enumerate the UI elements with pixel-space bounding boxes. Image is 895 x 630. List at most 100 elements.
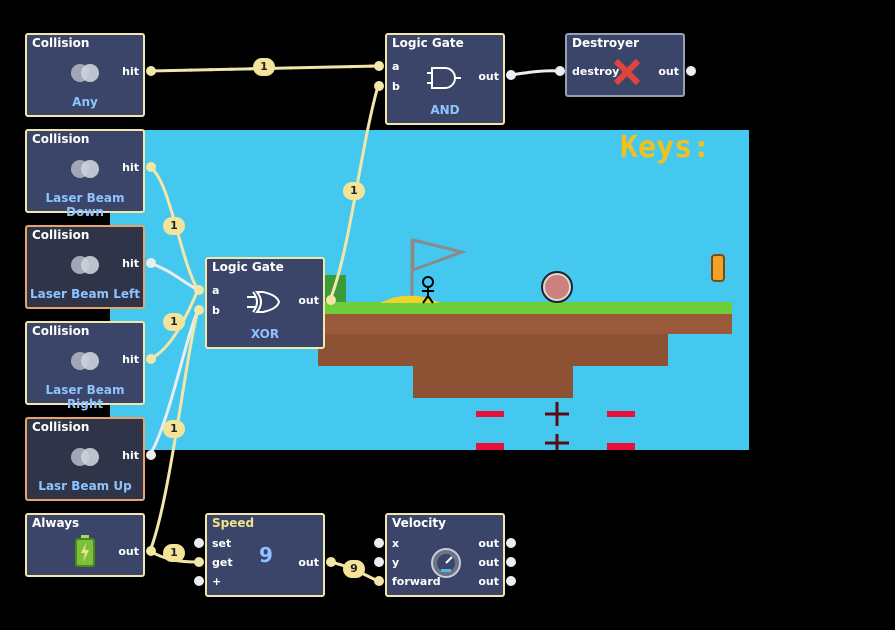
- input-a-port[interactable]: [194, 285, 204, 295]
- out-port-label: out: [118, 545, 139, 558]
- out-port-label: out: [478, 70, 499, 83]
- node-title: Collision: [32, 36, 90, 50]
- destroy-input-port[interactable]: [555, 66, 565, 76]
- y-output-port[interactable]: [506, 557, 516, 567]
- wire-value-badge: 9: [343, 560, 365, 578]
- game-viewport[interactable]: Keys:: [110, 130, 749, 450]
- laser-2: [476, 443, 504, 450]
- forward-output-port[interactable]: [506, 576, 516, 586]
- y-port-label: y: [392, 556, 400, 569]
- node-title: Always: [32, 516, 80, 530]
- node-subtitle: Lasr Beam Up: [38, 479, 132, 493]
- collision-icon: [71, 160, 99, 178]
- input-b-port[interactable]: [374, 81, 384, 91]
- dirt-lower: [413, 364, 573, 398]
- destroy-port-label: destroy: [572, 65, 620, 78]
- out-port-label: out: [478, 556, 499, 569]
- destroyer-node[interactable]: Destroyer destroy out: [565, 33, 685, 97]
- always-node[interactable]: Always out: [25, 513, 145, 577]
- forward-port-label: forward: [392, 575, 441, 588]
- collision-icon: [71, 256, 99, 274]
- collision-laser-right-node[interactable]: Collision hit Laser Beam Right: [25, 321, 145, 411]
- laser-1: [476, 411, 504, 417]
- collision-laser-up-node[interactable]: Collision hit Lasr Beam Up: [25, 417, 145, 501]
- set-input-port[interactable]: [194, 538, 204, 548]
- speedometer-icon: [431, 548, 461, 578]
- velocity-node[interactable]: Velocity x y forward out out out: [385, 513, 505, 597]
- laser-3: [607, 411, 635, 417]
- laser-turret: [545, 402, 569, 450]
- hit-port-label: hit: [122, 257, 139, 270]
- wire-value-badge: 1: [163, 313, 185, 331]
- collision-any-node[interactable]: Collision hit Any: [25, 33, 145, 117]
- x-port-label: x: [392, 537, 400, 550]
- node-title: Collision: [32, 324, 90, 338]
- node-title: Speed: [212, 516, 255, 530]
- collision-laser-down-node[interactable]: Collision hit Laser Beam Down: [25, 129, 145, 219]
- node-subtitle: Laser Beam Left: [30, 287, 140, 301]
- hit-output-port[interactable]: [146, 258, 156, 268]
- logic-xor-node[interactable]: Logic Gate a b out XOR: [205, 257, 325, 349]
- node-subtitle: AND: [430, 103, 460, 117]
- input-a-port[interactable]: [374, 61, 384, 71]
- get-port-label: get: [212, 556, 233, 569]
- logic-and-node[interactable]: Logic Gate a b out AND: [385, 33, 505, 125]
- set-port-label: set: [212, 537, 232, 550]
- x-output-port[interactable]: [506, 538, 516, 548]
- collision-icon: [71, 448, 99, 466]
- node-subtitle: Laser Beam Down: [45, 191, 125, 219]
- hit-port-label: hit: [122, 161, 139, 174]
- key-pickup: [711, 254, 725, 282]
- destroy-x-icon: [613, 58, 641, 86]
- output-port[interactable]: [326, 295, 336, 305]
- collision-icon: [71, 352, 99, 370]
- x-input-port[interactable]: [374, 538, 384, 548]
- out-port-label: out: [478, 575, 499, 588]
- out-port-label: out: [658, 65, 679, 78]
- node-subtitle: XOR: [250, 327, 280, 341]
- and-gate-icon: [427, 67, 461, 89]
- speed-output-port[interactable]: [326, 557, 336, 567]
- forward-input-port[interactable]: [374, 576, 384, 586]
- output-port[interactable]: [506, 70, 516, 80]
- laser-4: [607, 443, 635, 450]
- destroyer-output-port[interactable]: [686, 66, 696, 76]
- plus-port-label: +: [212, 575, 222, 588]
- dirt-middle: [318, 334, 668, 366]
- hit-output-port[interactable]: [146, 450, 156, 460]
- plus-input-port[interactable]: [194, 576, 204, 586]
- grass-top: [320, 302, 732, 314]
- wire-value-badge: 1: [163, 544, 185, 562]
- node-title: Velocity: [392, 516, 446, 530]
- player-character: [422, 276, 434, 304]
- port-a-label: a: [392, 60, 400, 73]
- node-subtitle: Any: [72, 95, 98, 109]
- game-scene: [318, 238, 732, 450]
- y-input-port[interactable]: [374, 557, 384, 567]
- speed-node[interactable]: Speed set get + 9 out: [205, 513, 325, 597]
- node-title: Collision: [32, 132, 90, 146]
- node-title: Collision: [32, 420, 90, 434]
- port-a-label: a: [212, 284, 220, 297]
- flag: [411, 238, 468, 273]
- hit-output-port[interactable]: [146, 162, 156, 172]
- wire-value-badge: 1: [343, 182, 365, 200]
- input-b-port[interactable]: [194, 305, 204, 315]
- always-output-port[interactable]: [146, 546, 156, 556]
- get-input-port[interactable]: [194, 557, 204, 567]
- wire-value-badge: 1: [163, 217, 185, 235]
- node-title: Logic Gate: [212, 260, 284, 274]
- hit-port-label: hit: [122, 449, 139, 462]
- battery-icon: [75, 535, 95, 567]
- speed-value: 9: [259, 543, 273, 567]
- dirt-upper: [320, 314, 732, 334]
- wire-value-badge: 1: [253, 58, 275, 76]
- hit-output-port[interactable]: [146, 66, 156, 76]
- node-title: Collision: [32, 228, 90, 242]
- xor-gate-icon: [247, 291, 281, 313]
- node-title: Logic Gate: [392, 36, 464, 50]
- out-port-label: out: [298, 294, 319, 307]
- node-title: Destroyer: [572, 36, 640, 50]
- collision-laser-left-node[interactable]: Collision hit Laser Beam Left: [25, 225, 145, 309]
- hit-output-port[interactable]: [146, 354, 156, 364]
